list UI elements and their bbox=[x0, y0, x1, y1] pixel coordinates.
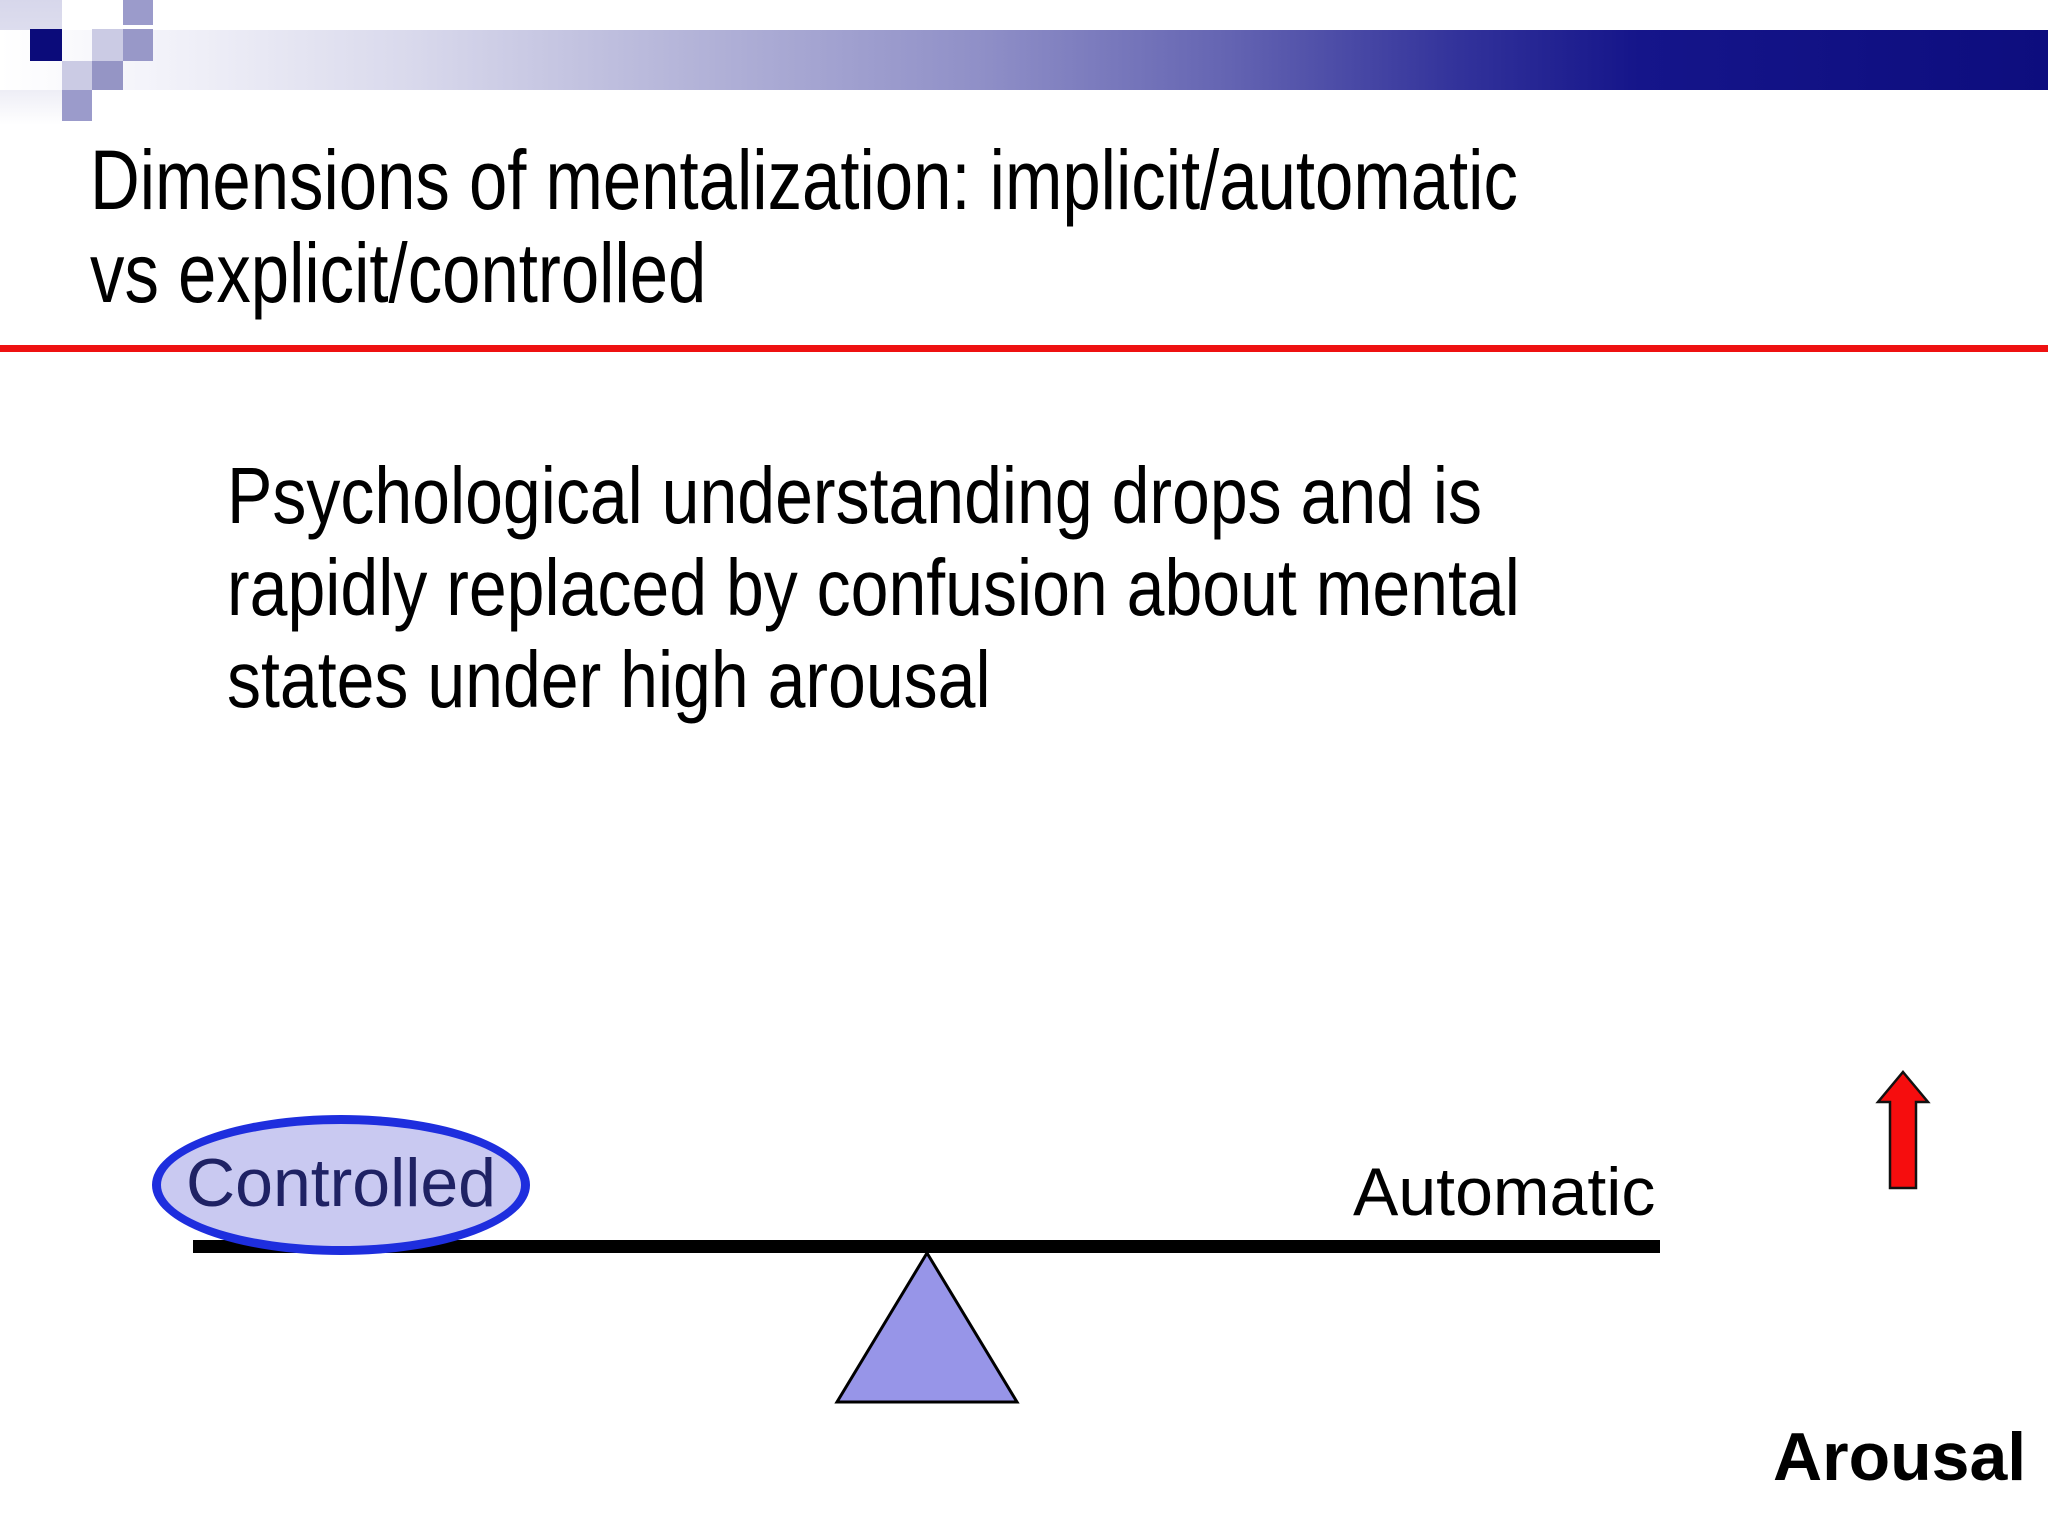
fulcrum-triangle bbox=[834, 1250, 1020, 1404]
decorative-square-dark bbox=[30, 29, 62, 61]
automatic-label: Automatic bbox=[1353, 1154, 1656, 1230]
decorative-square bbox=[92, 29, 123, 61]
seesaw-beam bbox=[193, 1240, 1660, 1253]
arousal-label: Arousal bbox=[1773, 1419, 2027, 1495]
decorative-square bbox=[62, 90, 92, 121]
decorative-square bbox=[123, 0, 153, 25]
decorative-square bbox=[123, 29, 153, 61]
slide-title: Dimensions of mentalization: implicit/au… bbox=[90, 133, 1518, 320]
controlled-ellipse: Controlled bbox=[152, 1115, 530, 1255]
arousal-up-arrow-shape bbox=[1875, 1070, 1931, 1190]
body-text: Psychological understanding drops and is… bbox=[227, 451, 1520, 724]
fulcrum-triangle-shape bbox=[834, 1250, 1020, 1404]
decorative-square bbox=[62, 61, 92, 90]
decorative-square bbox=[92, 61, 123, 90]
controlled-label: Controlled bbox=[186, 1145, 496, 1221]
header-gradient-bar bbox=[0, 30, 2048, 90]
title-underline-rule bbox=[0, 345, 2048, 352]
arousal-up-arrow-icon bbox=[1875, 1070, 1931, 1190]
